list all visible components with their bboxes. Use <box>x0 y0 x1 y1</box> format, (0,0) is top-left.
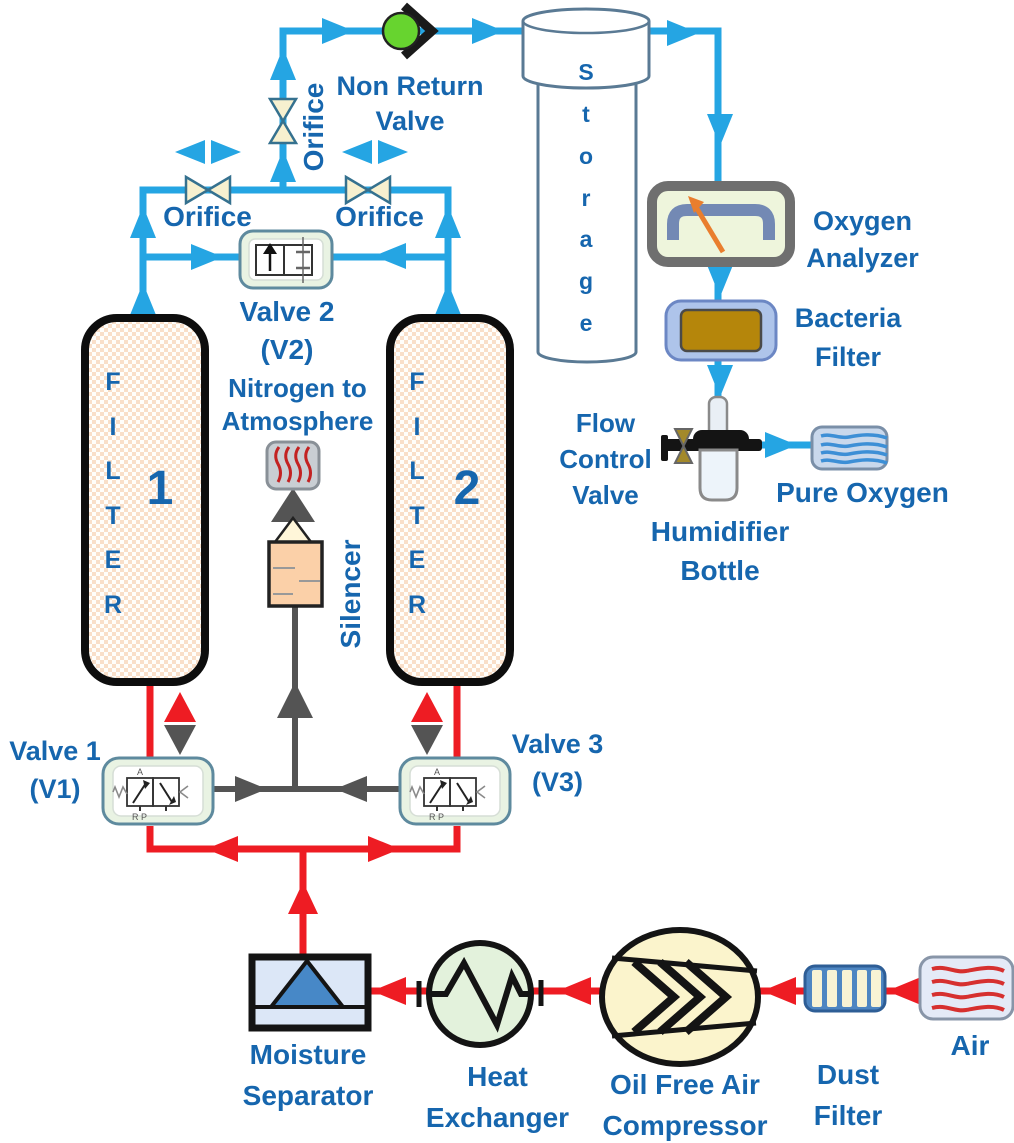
flow-control-valve-label: Flow Control Valve <box>559 408 652 510</box>
valve2-label: Valve 2 (V2) <box>239 296 335 365</box>
moisture-separator-label: Moisture Separator <box>242 1039 374 1111</box>
dust-filter-icon <box>803 964 887 1013</box>
filter1-number: 1 <box>146 462 174 515</box>
storage-label: S t o r a g e <box>578 59 594 337</box>
humidifier-bottle-label: Humidifier Bottle <box>650 516 790 586</box>
valve3-label: Valve 3 (V3) <box>511 729 604 797</box>
pure-oxygen-icon <box>810 425 889 471</box>
orifice-right-label: Orifice <box>335 201 424 232</box>
non-return-valve-label: Non Return Valve <box>336 71 484 137</box>
humidifier-bottle-icon <box>664 395 762 502</box>
bacteria-filter-label: Bacteria Filter <box>794 303 902 373</box>
exhaust-flow-arrows <box>164 488 443 802</box>
air-inlet-icon <box>918 955 1014 1021</box>
dust-filter-label: Dust Filter <box>813 1059 883 1131</box>
compressor-icon <box>599 927 761 1067</box>
orifice-vertical-icon <box>267 97 299 145</box>
silencer-label: Silencer <box>335 539 366 649</box>
orifice-right-icon <box>344 174 392 206</box>
filter1-vessel <box>81 314 209 686</box>
moisture-separator-icon <box>248 953 372 1032</box>
heat-exchanger-label: Heat Exchanger <box>425 1061 570 1133</box>
oxygen-analyzer-label: Oxygen Analyzer <box>806 206 919 274</box>
oxygen-analyzer-icon <box>647 181 795 267</box>
filter1-letters: F I L T E R <box>103 368 123 619</box>
filter2-number: 2 <box>453 462 481 515</box>
silencer-icon <box>267 515 324 608</box>
heat-exchanger-icon <box>416 940 544 1048</box>
valve2-icon <box>238 229 334 290</box>
valve1-label: Valve 1 (V1) <box>9 736 101 804</box>
valve3-icon <box>398 756 512 826</box>
oxygen-flow-arrows <box>130 18 797 458</box>
non-return-valve-icon <box>381 2 439 60</box>
storage-tank <box>521 7 651 364</box>
nitrogen-vent-icon <box>265 440 321 491</box>
filter2-letters: F I L T E R <box>407 368 427 619</box>
orifice-left-label: Orifice <box>163 201 252 232</box>
filter2-vessel <box>386 314 514 686</box>
bacteria-filter-icon <box>664 299 778 362</box>
exhaust-pipes <box>213 600 400 792</box>
orifice-vertical-label: Orifice <box>298 82 329 172</box>
orifice-left-icon <box>184 174 232 206</box>
flow-control-valve-icon <box>661 428 694 464</box>
air-label: Air <box>950 1030 990 1061</box>
valve1-icon <box>101 756 215 826</box>
pure-oxygen-label: Pure Oxygen <box>776 477 949 508</box>
compressor-label: Oil Free Air Compressor <box>602 1069 768 1141</box>
nitrogen-atmosphere-label: Nitrogen to Atmosphere <box>221 373 374 436</box>
air-flow-arrows <box>164 692 921 1005</box>
